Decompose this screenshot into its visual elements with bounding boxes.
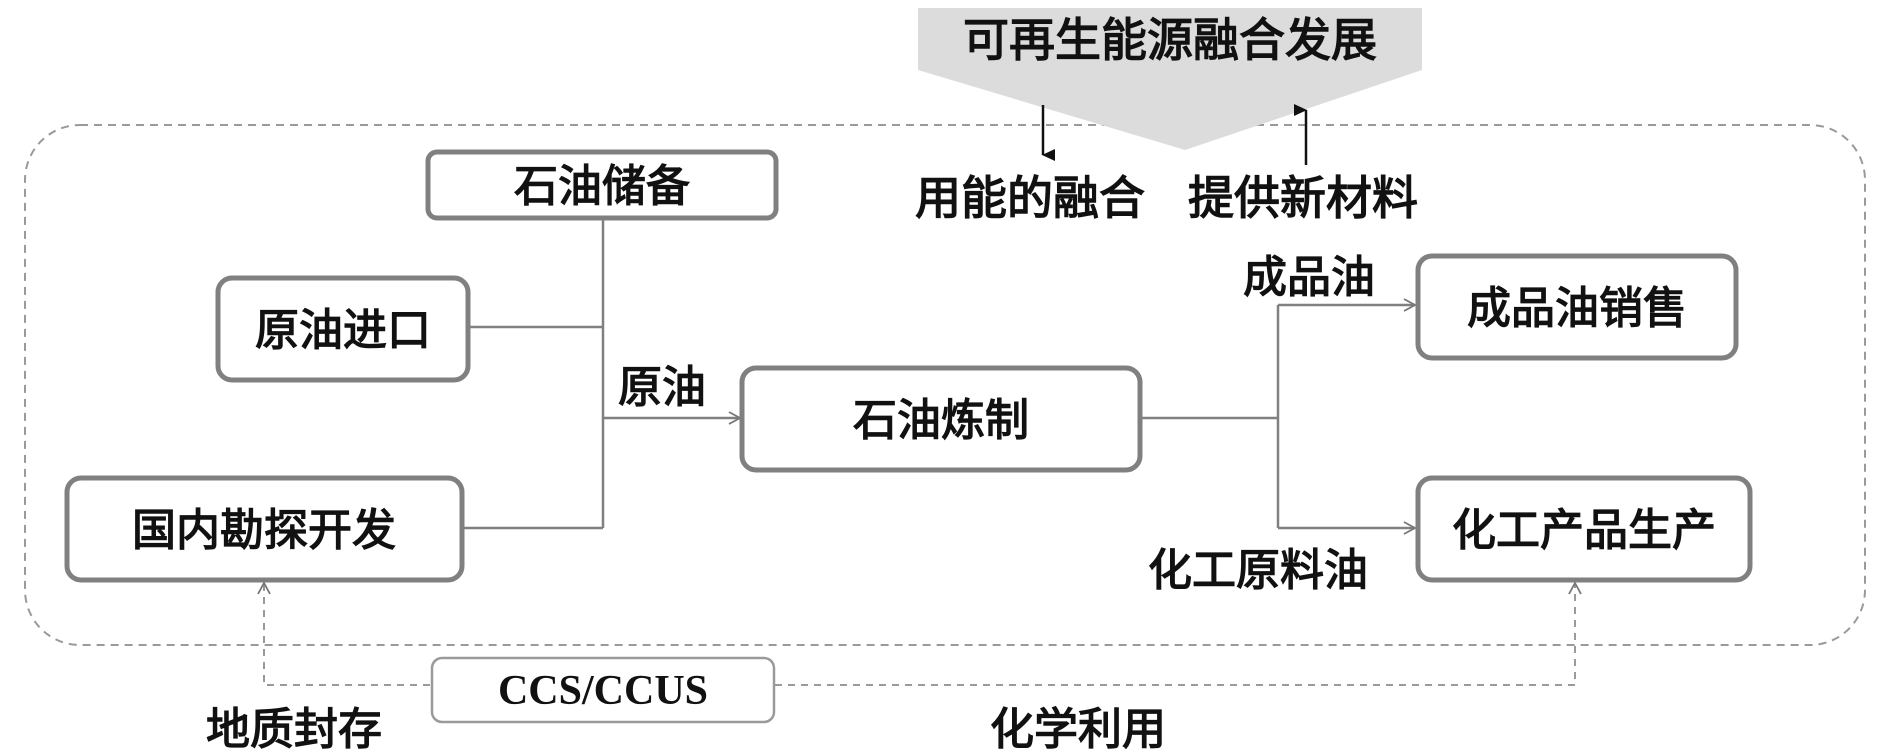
- node-refining: 石油炼制: [739, 365, 1143, 473]
- node-domestic-exploration: 国内勘探开发: [64, 475, 465, 583]
- chemical-utilization-link: [775, 581, 1582, 686]
- node-oil-reserve: 石油储备: [425, 149, 779, 221]
- renewable-banner-title: 可再生能源融合发展: [963, 13, 1377, 67]
- geological-storage-link: [257, 581, 430, 686]
- energy-use-label: 用能的融合: [915, 171, 1145, 225]
- crude-supply-connectors: [462, 218, 605, 530]
- node-oil-reserve-label: 石油储备: [514, 161, 691, 212]
- node-product-sales-label: 成品油销售: [1467, 283, 1687, 334]
- industry-boundary: [24, 124, 1866, 646]
- geological-storage-label: 地质封存: [206, 704, 382, 755]
- node-chemical-production: 化工产品生产: [1415, 475, 1753, 583]
- node-chemical-production-label: 化工产品生产: [1452, 505, 1716, 556]
- product-oil-edge-label: 成品油: [1243, 252, 1375, 303]
- node-product-sales: 成品油销售: [1415, 253, 1739, 361]
- refining-output-connectors: [1140, 305, 1280, 528]
- chemical-utilization-label: 化学利用: [990, 704, 1166, 755]
- node-refining-label: 石油炼制: [853, 395, 1029, 446]
- node-ccs: CCS/CCUS: [430, 656, 776, 724]
- node-ccs-label: CCS/CCUS: [498, 668, 708, 714]
- renewable-banner-shape: [918, 8, 1422, 150]
- node-domestic-exploration-label: 国内勘探开发: [132, 505, 396, 556]
- crude-edge-label: 原油: [618, 362, 706, 413]
- chemical-feedstock-edge-label: 化工原料油: [1148, 545, 1368, 596]
- material-supply-label: 提供新材料: [1188, 171, 1418, 225]
- node-crude-import-label: 原油进口: [255, 305, 431, 356]
- node-crude-import: 原油进口: [215, 275, 471, 383]
